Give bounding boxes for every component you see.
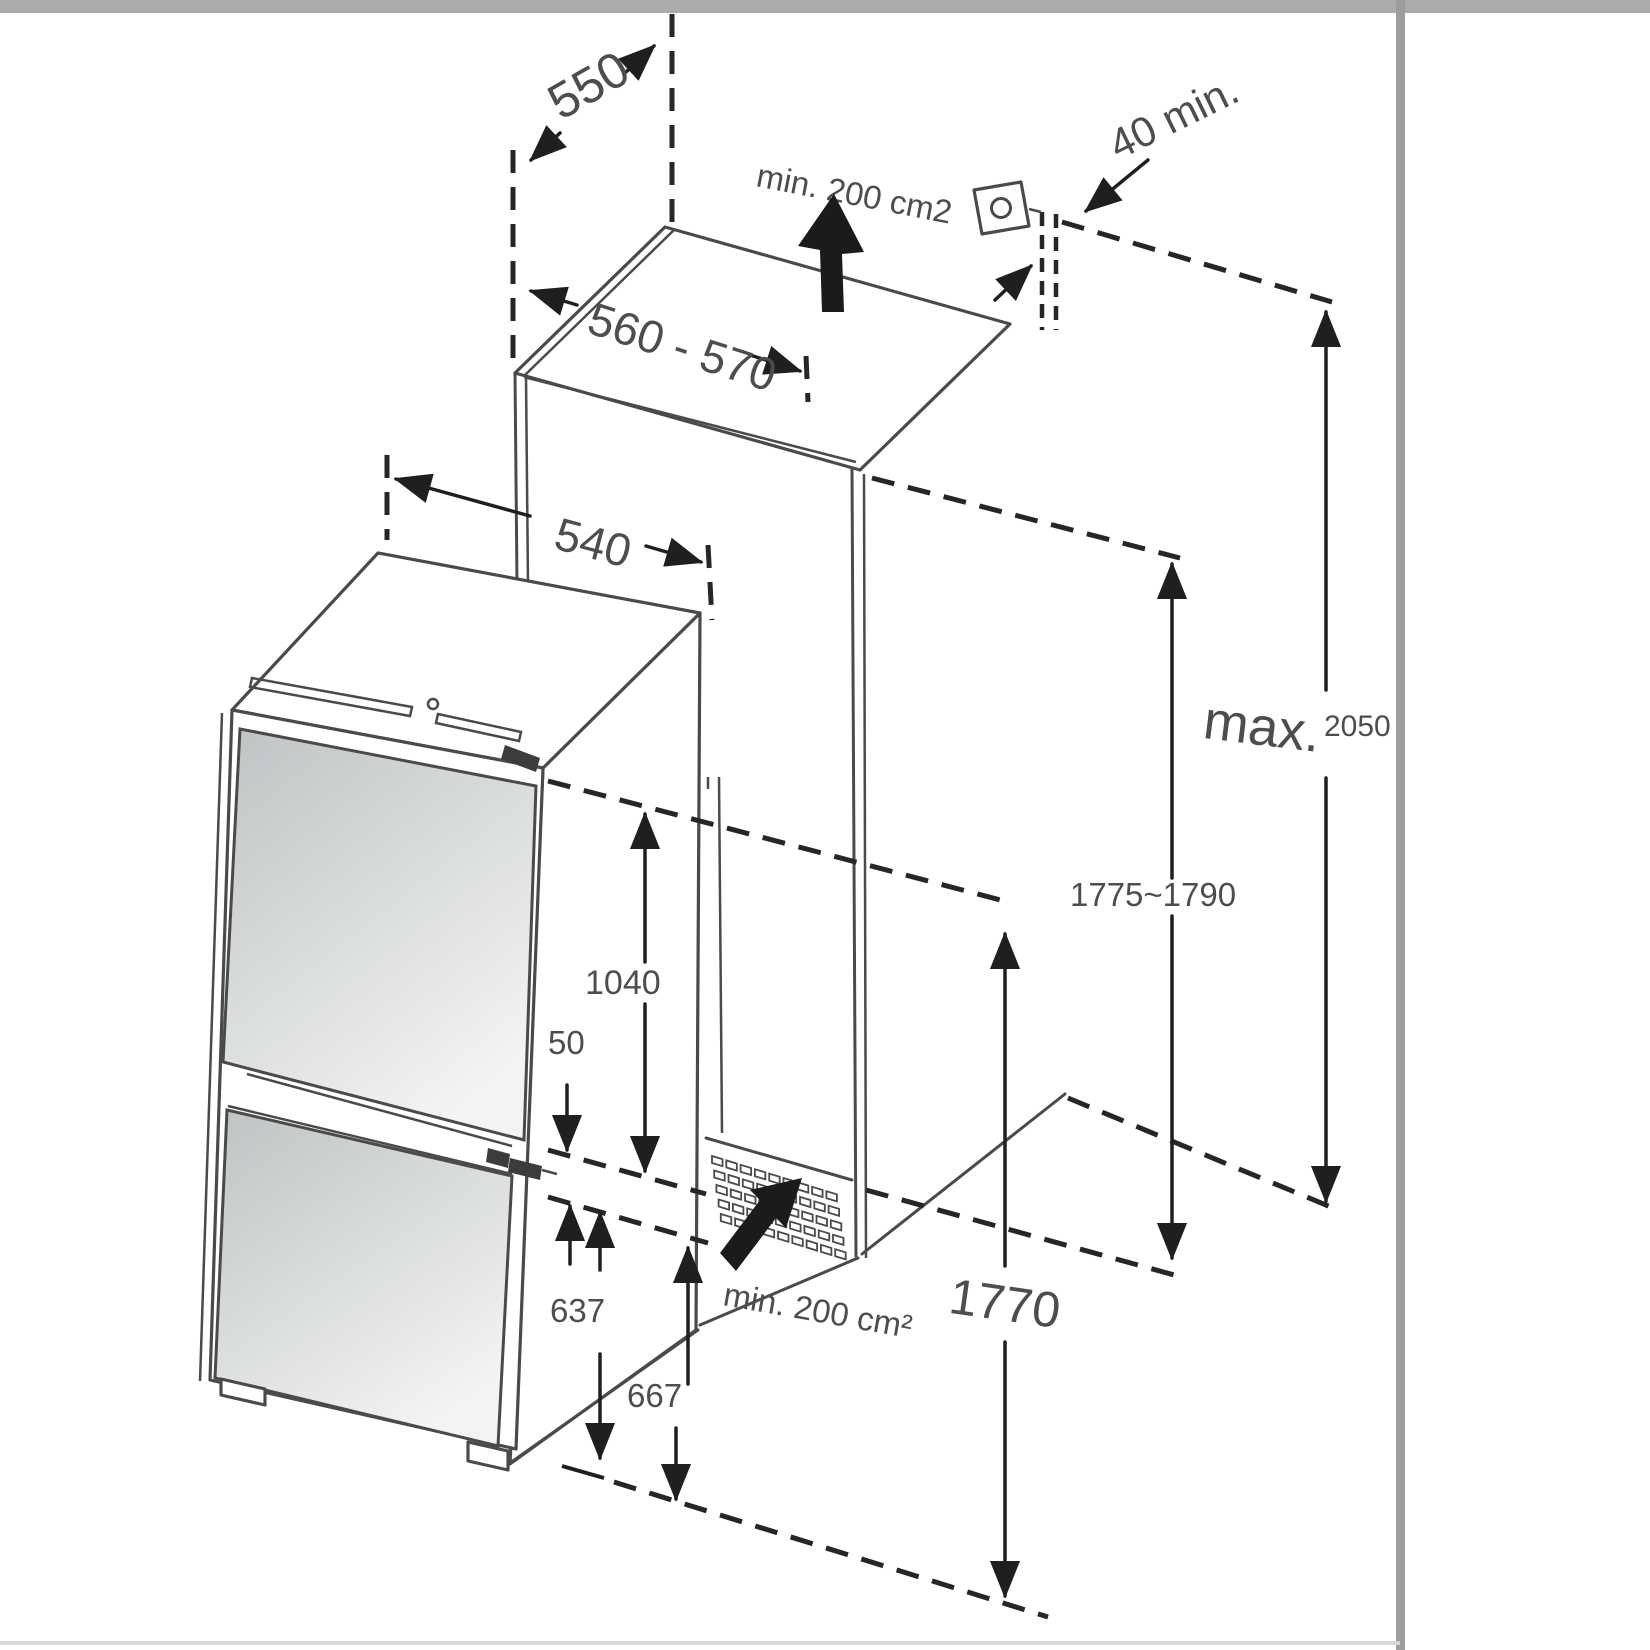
scan-edge-right [1396, 0, 1405, 1650]
dimension-667: 667 [627, 1245, 704, 1502]
dimension-550: 550 [529, 40, 656, 162]
door-gap-upper-level-line [547, 1147, 707, 1197]
floor-tick [561, 1464, 605, 1480]
label-max-height-prefix: max. [1200, 690, 1323, 764]
center-hinge-hardware-b [508, 1158, 542, 1180]
center-rail-bottom-line [227, 1104, 513, 1176]
outlet-socket [990, 197, 1012, 219]
center-hinge-bracket [541, 1168, 558, 1176]
dimension-1770: 1770 [946, 931, 1064, 1599]
outlet-lead [1028, 207, 1042, 214]
label-bottom-vent-area: min. 200 cm² [721, 1275, 915, 1345]
scan-edge-bottom [0, 1641, 1400, 1645]
niche-front-right-edge-inner [862, 473, 868, 1259]
label-niche-height-range: 1775~1790 [1070, 876, 1236, 913]
reference-lines [384, 14, 1339, 1620]
appliance [198, 551, 702, 1472]
label-max-height-value: 2050 [1324, 710, 1391, 743]
cabinet-bottom-right-depth-edge [860, 1092, 1067, 1256]
label-niche-depth: 550 [538, 40, 638, 130]
niche-floor-level-line [865, 1187, 1186, 1281]
label-top-vent-area: min. 200 cm2 [754, 157, 956, 231]
niche-front-left-edge [513, 371, 519, 585]
hinge-rail-right [434, 712, 523, 743]
ceiling-level-line [1061, 219, 1333, 305]
dimension-niche-height: 1775~1790 [1070, 561, 1236, 1261]
floor-level-line [613, 1479, 1049, 1620]
niche-floor-front-edge [704, 1136, 854, 1182]
dimension-540: 540 [393, 473, 704, 578]
niche-top-level-line [871, 475, 1181, 561]
appliance-foot-right [466, 1440, 510, 1472]
dimension-637: 637 [550, 1203, 616, 1461]
niche-front-left-edge-inner [524, 376, 530, 586]
dimension-50: 50 [548, 1024, 585, 1153]
appliance-top-level-line [547, 778, 1009, 905]
dimension-1040: 1040 [585, 811, 661, 1174]
appliance-foot-left [219, 1377, 267, 1407]
plinth-bottom-edge [698, 1256, 860, 1327]
upper-door-panel [221, 727, 538, 1142]
outlet-box [972, 180, 1031, 236]
hinge-pin [426, 697, 440, 711]
center-hinge-hardware-a [486, 1148, 510, 1168]
power-outlet-icon [972, 180, 1042, 236]
label-rear-gap: 40 min. [1101, 66, 1245, 169]
rear-floor-level-line [1067, 1095, 1339, 1213]
niche-interior-edge [717, 776, 724, 1134]
label-appliance-width: 540 [549, 507, 637, 577]
lower-door-panel [213, 1108, 514, 1448]
hinge-rail-left [248, 676, 414, 718]
niche-top-inner-left-line [523, 229, 675, 377]
vent-arrow-bottom [720, 1178, 802, 1271]
hinge-bracket-top [501, 745, 540, 772]
label-lower-section-height: 667 [627, 1377, 682, 1414]
label-appliance-height: 1770 [946, 1268, 1064, 1339]
appliance-left-body-line [198, 712, 224, 1382]
appliance-bottom-depth-edge [508, 1328, 700, 1465]
center-rail-top-line [246, 1072, 513, 1148]
door-gap-lower-level-line [547, 1194, 709, 1246]
scan-edge-top [0, 0, 1650, 13]
label-lower-door-height: 637 [550, 1292, 605, 1329]
dimension-max-height: max. 2050 [1200, 309, 1391, 1204]
label-door-gap: 50 [548, 1024, 585, 1061]
ext-line-appliance-right [705, 544, 715, 621]
label-upper-door-height: 1040 [585, 964, 661, 1002]
niche-top-inner-front-line [523, 375, 857, 464]
vent-arrow-top [798, 194, 864, 312]
ext-line-niche-right [803, 355, 811, 403]
